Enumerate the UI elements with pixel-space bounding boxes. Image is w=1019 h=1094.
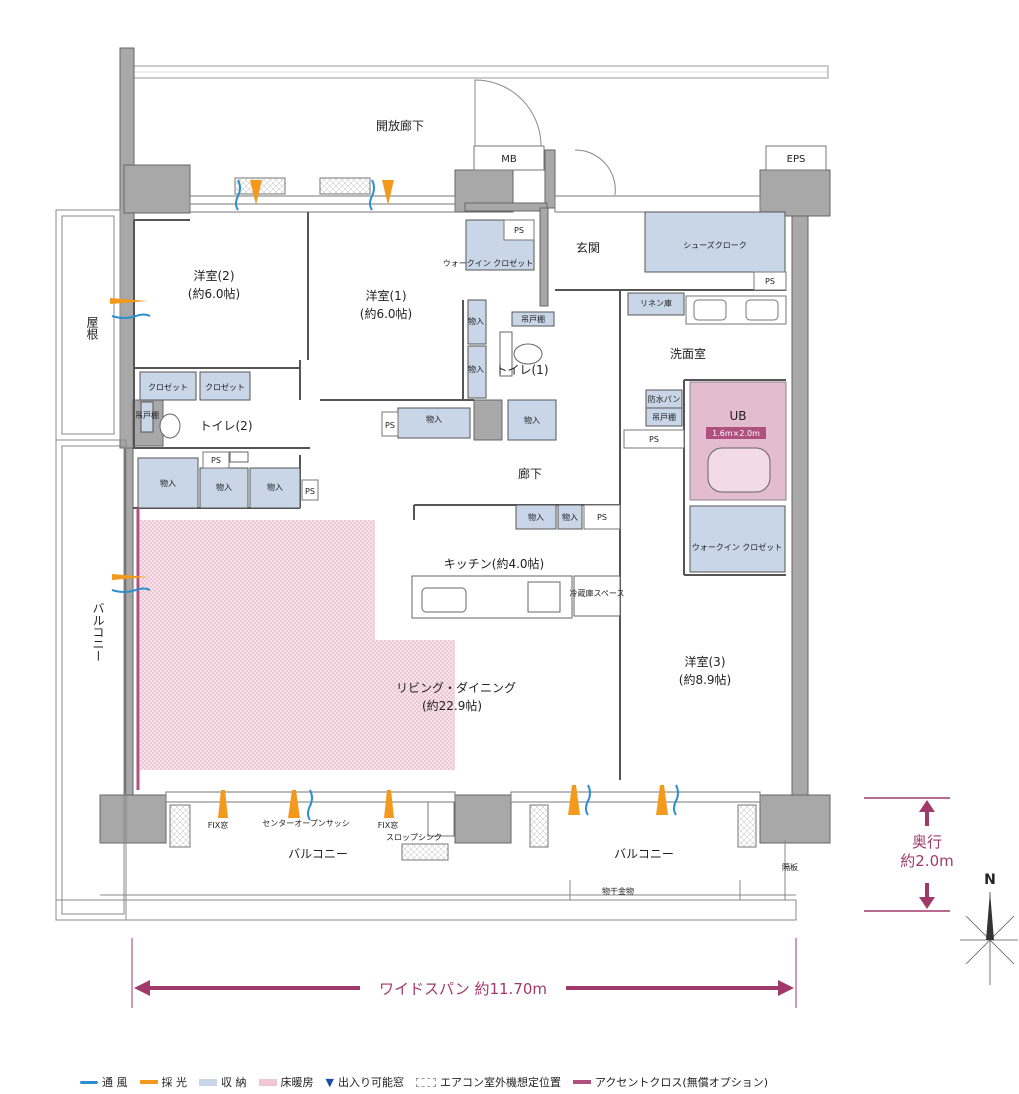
balcony-outline	[55, 209, 797, 921]
svg-text:PS: PS	[597, 513, 607, 522]
western3-area: (約8.9帖)	[679, 672, 731, 687]
fix-window-label-2: FIX窓	[378, 820, 398, 830]
ub-size-label: 1.6m×2.0m	[712, 429, 760, 438]
entrance-label: 玄関	[576, 240, 600, 255]
corridor-label: 廊下	[518, 466, 542, 481]
svg-text:PS: PS	[514, 226, 524, 235]
balcony-left-label: バルコニー	[288, 847, 348, 861]
bathtub	[707, 447, 771, 493]
depth-label: 奥行	[912, 833, 942, 851]
living-label: リビング・ダイニング	[396, 680, 516, 695]
ventilation-markers	[111, 179, 679, 821]
depth-value: 約2.0m	[900, 852, 953, 870]
outer-walls	[99, 47, 831, 844]
svg-text:物入: 物入	[524, 415, 540, 425]
balcony-right-label: バルコニー	[614, 847, 674, 861]
svg-text:リネン庫: リネン庫	[640, 298, 672, 308]
south-windows	[165, 791, 761, 861]
svg-text:物入: 物入	[528, 512, 544, 522]
ub-size-badge	[706, 427, 766, 439]
svg-text:PS: PS	[765, 277, 775, 286]
living-area: (約22.9帖)	[422, 698, 482, 713]
toilet2-label: トイレ(2)	[200, 419, 253, 433]
western3-label: 洋室(3)	[685, 654, 726, 669]
ps-labels: PS PS PS PS PS PS PS	[211, 226, 775, 522]
ub-label: UB	[729, 409, 746, 423]
eps-box	[765, 145, 827, 171]
legend-access-window: ▼出入り可能窓	[325, 1075, 404, 1090]
svg-text:物入: 物入	[216, 482, 232, 492]
storage-blocks	[137, 211, 786, 573]
washroom-label: 洗面室	[670, 346, 706, 361]
partition-label: 隔板	[782, 862, 798, 872]
svg-text:物入: 物入	[426, 414, 442, 424]
mb-box	[473, 145, 545, 171]
walkin-closet-1-label: ウォークイン クロゼット	[443, 258, 534, 268]
svg-text:クロゼット: クロゼット	[205, 382, 245, 392]
western2-label: 洋室(2)	[194, 268, 235, 283]
svg-text:物入: 物入	[160, 478, 176, 488]
svg-text:PS: PS	[385, 421, 395, 430]
balcony-side-label: バルコニー	[91, 602, 105, 662]
open-corridor-label: 開放廊下	[376, 118, 424, 133]
legend-ac-outdoor: エアコン室外機想定位置	[415, 1074, 561, 1090]
roof-label: 屋根	[85, 316, 99, 340]
walkin-closet-2-label: ウォークイン クロゼット	[692, 542, 783, 552]
ps-boxes	[202, 219, 787, 530]
wide-span-label: ワイドスパン 約11.70m	[379, 980, 547, 998]
mb-label: MB	[501, 154, 517, 165]
shoes-cloak-label: シューズクローク	[683, 240, 747, 250]
svg-text:防水パン: 防水パン	[648, 394, 680, 404]
floor-heating-area-2	[375, 640, 455, 770]
legend-accent-cloth: アクセントクロス(無償オプション)	[572, 1074, 768, 1090]
legend-ventilation: 通 風	[80, 1074, 128, 1090]
fix-window-label-1: FIX窓	[208, 820, 228, 830]
svg-text:PS: PS	[211, 456, 221, 465]
svg-text:物入: 物入	[562, 512, 578, 522]
western2-area: (約6.0帖)	[188, 286, 240, 301]
svg-text:吊戸棚: 吊戸棚	[652, 412, 676, 422]
depth-dimension: 奥行 約2.0m	[864, 797, 954, 912]
legend-daylight: 採 光	[139, 1074, 187, 1090]
toilet-fixtures	[159, 331, 543, 463]
daylight-markers	[110, 180, 668, 818]
svg-text:クロゼット: クロゼット	[148, 382, 188, 392]
washbasins	[685, 295, 787, 325]
compass	[960, 892, 1018, 985]
kitchen-counter	[411, 575, 621, 619]
toilet1-label: トイレ(1)	[496, 363, 549, 377]
slop-sink-label: スロップシンク	[386, 833, 442, 842]
legend: 通 風 採 光 収 納 床暖房 ▼出入り可能窓 エアコン室外機想定位置 アクセン…	[80, 1074, 768, 1090]
compass-north-label: N	[984, 872, 996, 888]
floor-heating-area	[140, 520, 375, 770]
svg-text:吊戸棚: 吊戸棚	[135, 410, 159, 420]
storage-labels: ウォークイン クロゼット シューズクローク 物入 物入 吊戸棚 クロゼット クロ…	[135, 240, 782, 552]
wide-span-dimension: ワイドスパン 約11.70m	[131, 938, 797, 1008]
fridge-space-label: 冷蔵庫スペース	[569, 588, 624, 598]
svg-text:PS: PS	[649, 435, 659, 444]
room-labels: 洋室(2) (約6.0帖) 洋室(1) (約6.0帖) 玄関 洗面室 トイレ(1…	[188, 240, 798, 896]
svg-text:PS: PS	[305, 487, 315, 496]
western1-label: 洋室(1)	[366, 288, 407, 303]
svg-text:吊戸棚: 吊戸棚	[521, 314, 545, 324]
svg-text:物入: 物入	[267, 482, 283, 492]
kitchen-label: キッチン(約4.0帖)	[444, 556, 544, 571]
open-corridor-railing	[132, 65, 829, 79]
svg-text:物入: 物入	[468, 364, 484, 374]
drying-hardware-label: 物干金物	[602, 886, 634, 896]
entrance-door	[474, 79, 616, 196]
legend-floor-heating: 床暖房	[258, 1074, 314, 1090]
western1-area: (約6.0帖)	[360, 306, 412, 321]
center-open-sash-label: センターオープンサッシ	[262, 819, 350, 828]
legend-storage: 収 納	[199, 1074, 247, 1090]
eps-label: EPS	[787, 154, 806, 165]
svg-text:物入: 物入	[468, 316, 484, 326]
